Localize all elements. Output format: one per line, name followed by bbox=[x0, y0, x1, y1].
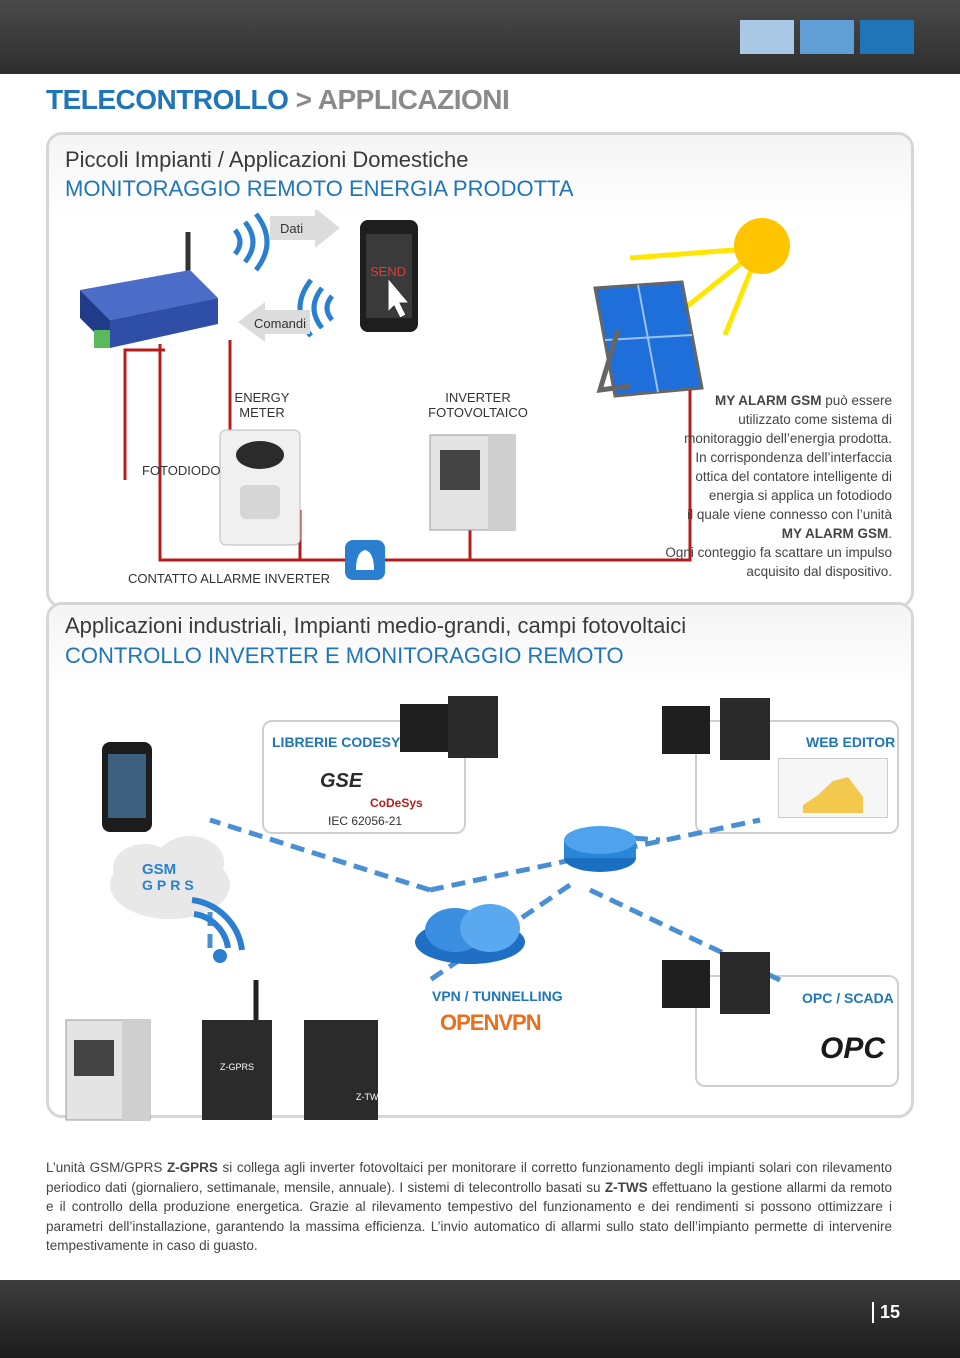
section2-heading: Applicazioni industriali, Impianti medio… bbox=[65, 613, 687, 638]
z-tws-module: Z-TWS bbox=[304, 1020, 385, 1120]
label-inverter-line2: FOTOVOLTAICO bbox=[428, 405, 528, 420]
bottom-p2: si collega agli inverter fotovoltaici pe… bbox=[46, 1160, 892, 1195]
hand-pointer-icon bbox=[387, 276, 411, 319]
label-inverter: INVERTER FOTOVOLTAICO bbox=[428, 390, 528, 420]
librerie-label: LIBRERIE CODESYS bbox=[272, 734, 410, 750]
opc-logo: OPC bbox=[820, 1032, 886, 1065]
top-square-dark bbox=[860, 20, 914, 54]
section1-description: MY ALARM GSM può essere utilizzato come … bbox=[640, 391, 892, 581]
zgprs-text: Z-GPRS bbox=[220, 1062, 254, 1072]
computer-top-right bbox=[662, 698, 770, 760]
arrow-left-icon bbox=[238, 302, 310, 342]
desc-line4: In corrispondenza dell’interfaccia bbox=[695, 450, 892, 465]
page-title: TELECONTROLLO > APPLICAZIONI bbox=[46, 84, 510, 116]
solar-panel bbox=[593, 280, 704, 398]
ztws-text: Z-TWS bbox=[356, 1092, 385, 1102]
inverter-2 bbox=[65, 1019, 151, 1121]
desc-line5: ottica del contatore intelligente di bbox=[695, 469, 892, 484]
gprs-text: GPRS bbox=[142, 877, 198, 893]
openvpn-logo: OPENVPN bbox=[440, 1010, 542, 1035]
bottom-b2: Z-TWS bbox=[604, 1179, 648, 1195]
gse-logo: GSE bbox=[320, 770, 363, 792]
label-contatto-allarme: CONTATTO ALLARME INVERTER bbox=[128, 571, 331, 586]
sun-icon bbox=[629, 218, 790, 336]
label-inverter-line1: INVERTER bbox=[445, 390, 511, 405]
smartphone: SEND bbox=[360, 220, 418, 332]
gsm-text: GSM bbox=[142, 861, 176, 878]
title-part1: TELECONTROLLO bbox=[46, 84, 289, 115]
desc-bold2-suffix: . bbox=[888, 526, 892, 541]
top-square-medium bbox=[800, 20, 854, 54]
top-square-light bbox=[740, 20, 794, 54]
signal-out-icon bbox=[232, 212, 270, 272]
title-part2: APPLICAZIONI bbox=[317, 84, 510, 115]
section1-subheading: MONITORAGGIO REMOTO ENERGIA PRODOTTA bbox=[65, 176, 574, 201]
desc-line8: Ogni conteggio fa scattare un impulso bbox=[665, 545, 892, 560]
vpn-label: VPN / TUNNELLING bbox=[432, 988, 563, 1004]
label-energy-meter-line1: ENERGY bbox=[234, 390, 290, 405]
desc-bold1: MY ALARM GSM bbox=[714, 393, 822, 408]
desc-line2: utilizzato come sistema di bbox=[738, 412, 892, 427]
section2-diagram: GSM GPRS Z-GPRS Z-TWS bbox=[65, 696, 782, 1121]
desc-line3: monitoraggio dell’energia prodotta. bbox=[684, 431, 892, 446]
label-fotodiodo: FOTODIODO bbox=[142, 463, 221, 478]
page-number: 15 bbox=[871, 1302, 900, 1323]
label-energy-meter-line2: METER bbox=[239, 405, 285, 420]
bottom-p3: effettuano la gestione allarmi da remoto… bbox=[46, 1179, 892, 1254]
top-bar bbox=[0, 0, 960, 74]
smartphone-2 bbox=[102, 742, 152, 832]
desc-line1: può essere bbox=[821, 393, 892, 408]
web-editor-screenshot bbox=[778, 758, 888, 818]
section1-header-band bbox=[49, 135, 911, 215]
label-comandi: Comandi bbox=[254, 316, 306, 331]
wifi-icon bbox=[191, 897, 245, 963]
label-energy-meter: ENERGY METER bbox=[230, 390, 294, 420]
opc-label: OPC / SCADA bbox=[802, 990, 894, 1006]
inverter bbox=[429, 434, 516, 531]
section2-header-band bbox=[49, 605, 911, 685]
z-gprs-module: Z-GPRS bbox=[202, 980, 272, 1120]
energy-meter bbox=[219, 429, 301, 546]
bottom-p1: L’unità GSM/GPRS bbox=[46, 1160, 167, 1175]
network-router-icon bbox=[564, 826, 636, 872]
section2-subheading: CONTROLLO INVERTER E MONITORAGGIO REMOTO bbox=[65, 643, 624, 668]
iec-label: IEC 62056-21 bbox=[328, 814, 403, 828]
arrow-right-icon bbox=[270, 210, 340, 248]
bottom-paragraph: L’unità GSM/GPRS Z-GPRS si collega agli … bbox=[46, 1158, 892, 1256]
desc-bold2: MY ALARM GSM bbox=[781, 526, 889, 541]
bottom-b1: Z-GPRS bbox=[166, 1160, 218, 1175]
web-editor-label: WEB EDITOR bbox=[806, 734, 896, 750]
title-separator: > bbox=[288, 84, 318, 115]
desc-line9: acquisito dal dispositivo. bbox=[746, 564, 892, 579]
section1-diagram: Dati Comandi SEND bbox=[80, 210, 790, 580]
phone-send: SEND bbox=[370, 264, 406, 279]
label-dati: Dati bbox=[280, 221, 303, 236]
alarm-bell-icon bbox=[345, 540, 385, 580]
desc-line7: il quale viene connesso con l’unità bbox=[687, 507, 892, 522]
footer-bar bbox=[0, 1280, 960, 1358]
section1-heading: Piccoli Impianti / Applicazioni Domestic… bbox=[65, 147, 469, 172]
computer-bottom-right bbox=[662, 952, 770, 1014]
internet-cloud bbox=[415, 904, 525, 964]
gsm-device bbox=[80, 232, 218, 348]
desc-line6: energia si applica un fotodiodo bbox=[708, 488, 892, 503]
computer-top-center bbox=[400, 696, 498, 758]
codesys-logo: CoDeSys bbox=[370, 796, 423, 810]
